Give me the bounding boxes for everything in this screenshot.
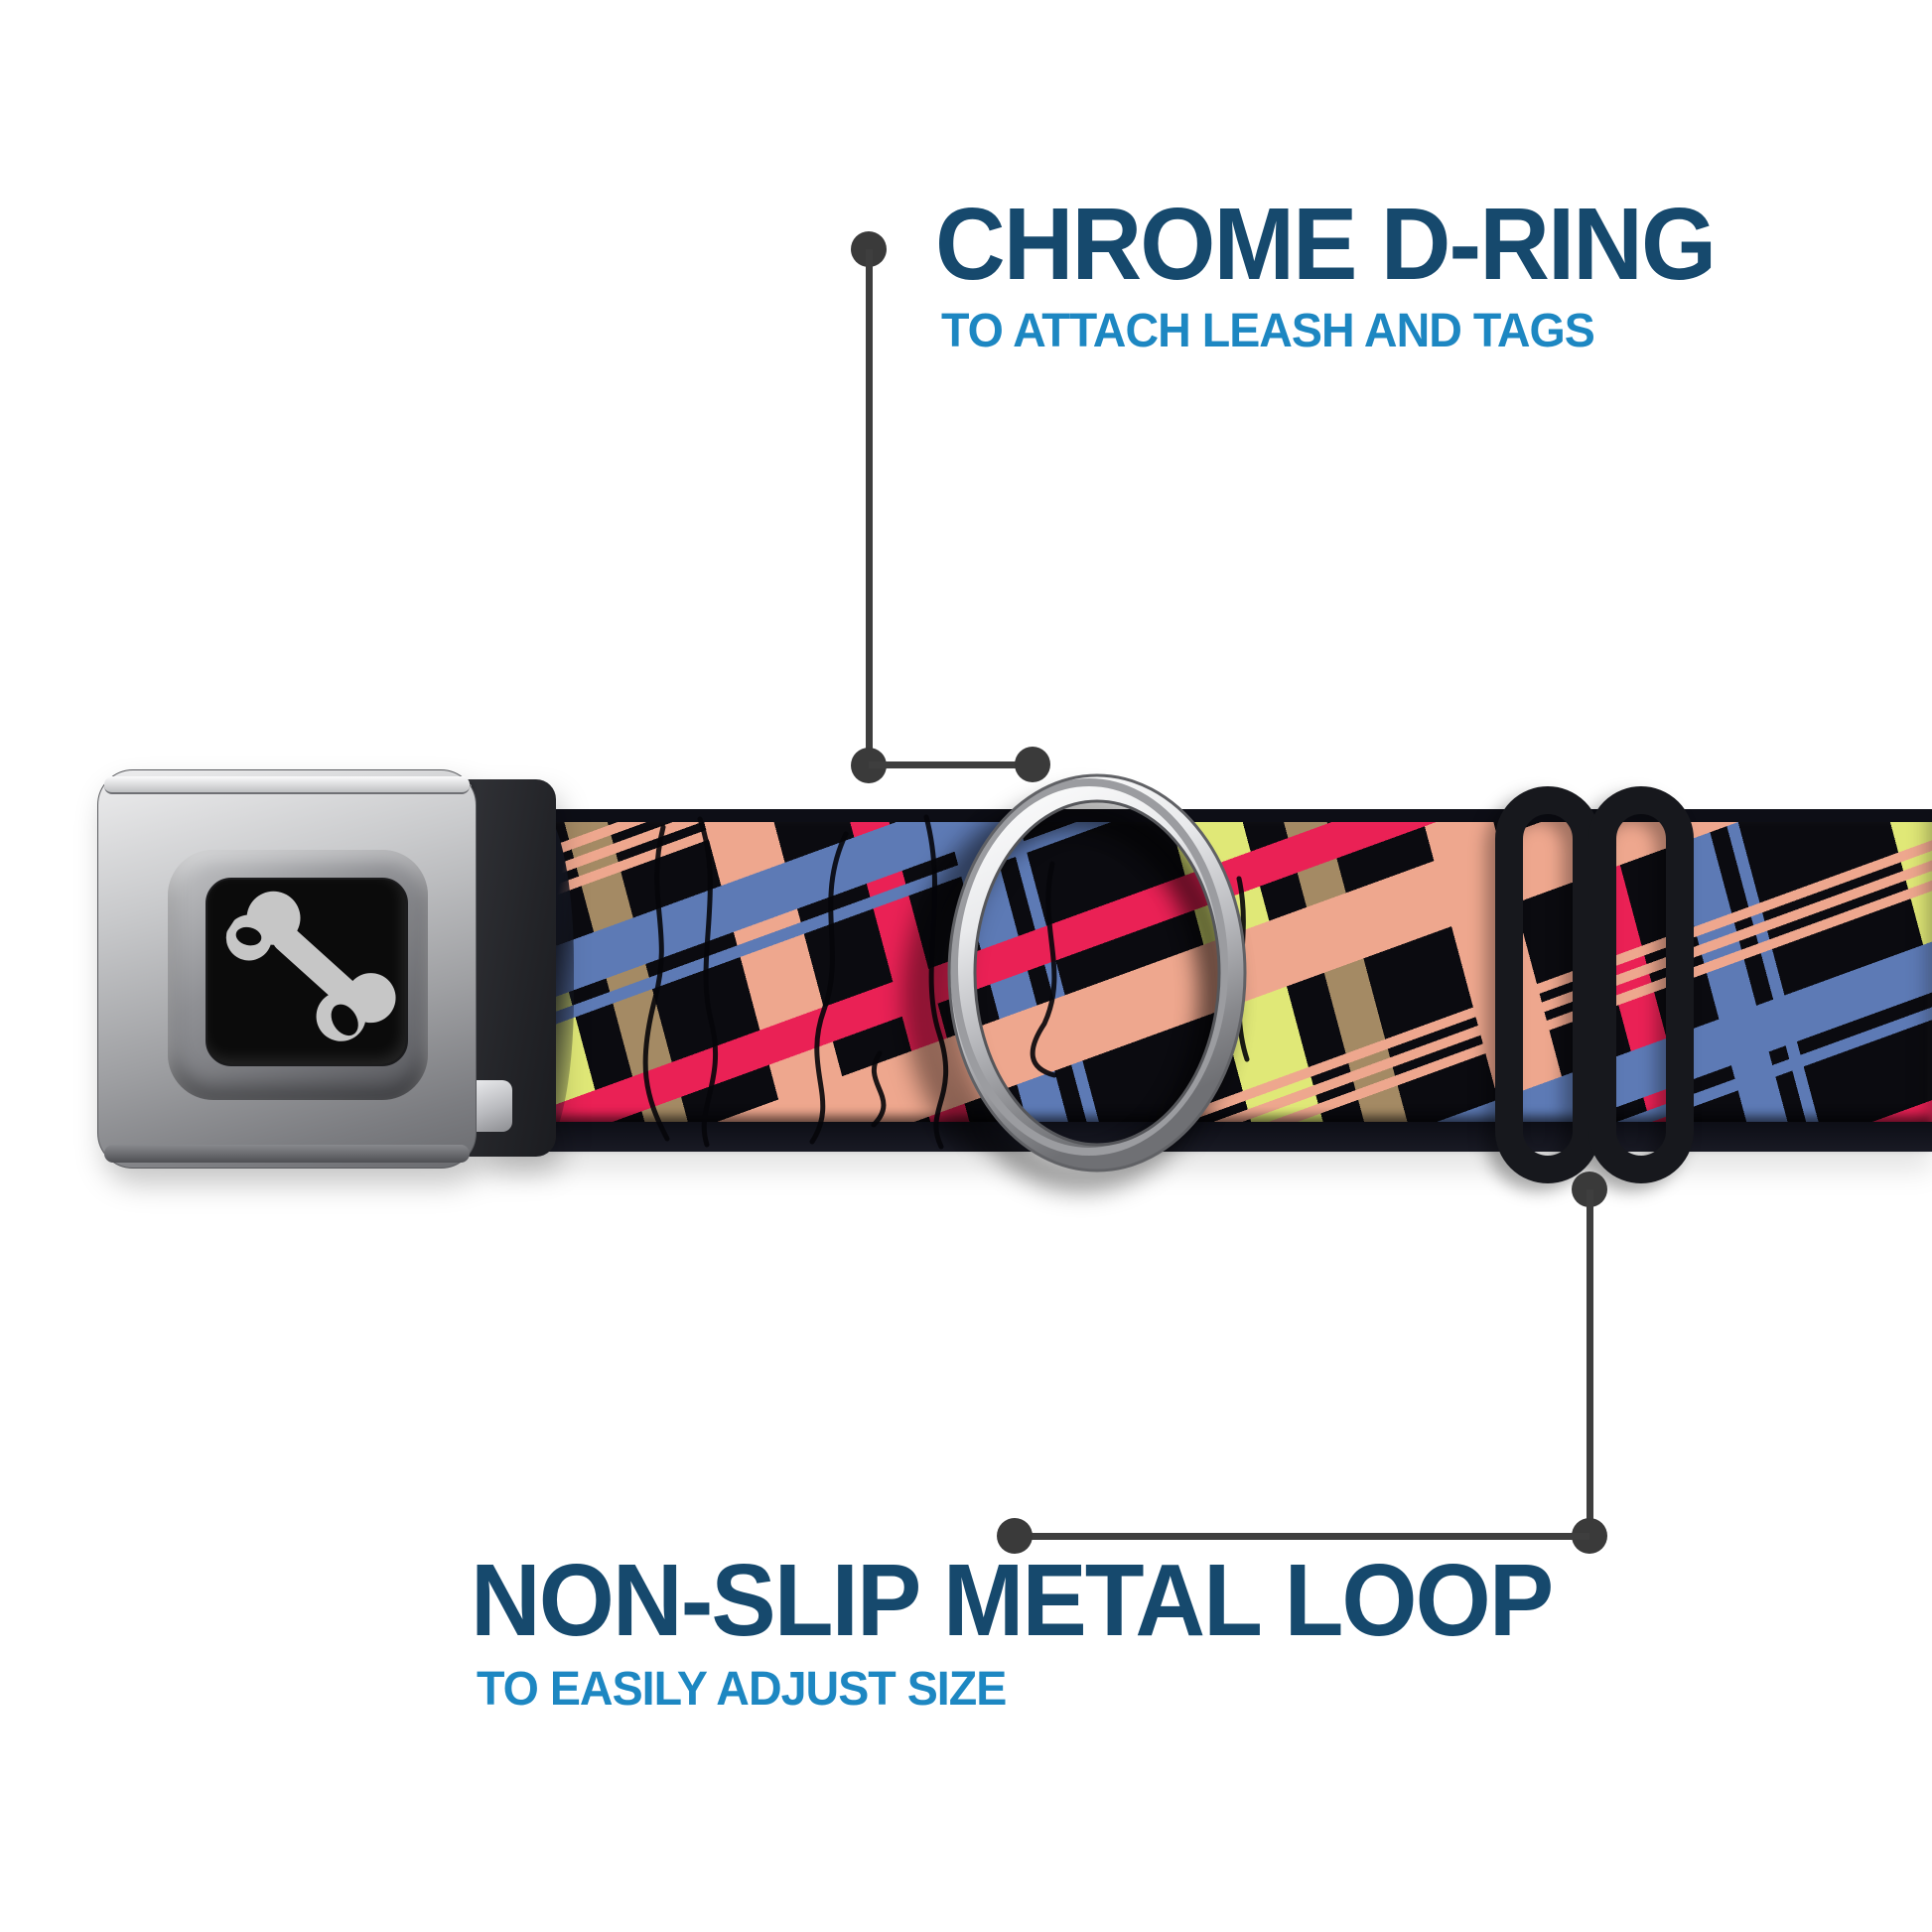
slider-left-loop — [1495, 786, 1600, 1183]
callout-line-top-vertical — [866, 249, 873, 766]
callout-dot-dring — [1015, 747, 1050, 782]
buckle-logo-square — [206, 878, 408, 1066]
seatbelt-buckle — [89, 764, 566, 1172]
bottom-callout-subtitle: TO EASILY ADJUST SIZE — [477, 1663, 1007, 1716]
buckle-top-lip — [104, 776, 470, 794]
top-callout-subtitle: TO ATTACH LEASH AND TAGS — [941, 305, 1595, 357]
adjuster-slider — [1495, 786, 1694, 1183]
callout-line-bottom-horizontal — [1015, 1533, 1589, 1540]
dog-bone-icon — [225, 891, 396, 1041]
buckle-recess — [168, 850, 428, 1100]
callout-line-top-horizontal — [869, 761, 1035, 768]
buckle-body — [97, 769, 477, 1169]
slider-right-loop — [1588, 786, 1694, 1183]
chrome-d-ring — [947, 773, 1247, 1173]
callout-dot-bottom-label — [997, 1518, 1033, 1554]
callout-line-bottom-vertical — [1587, 1189, 1593, 1536]
bottom-callout-title: NON-SLIP METAL LOOP — [471, 1543, 1554, 1657]
top-callout-title: CHROME D-RING — [935, 187, 1717, 301]
buckle-bottom-edge — [104, 1145, 470, 1163]
